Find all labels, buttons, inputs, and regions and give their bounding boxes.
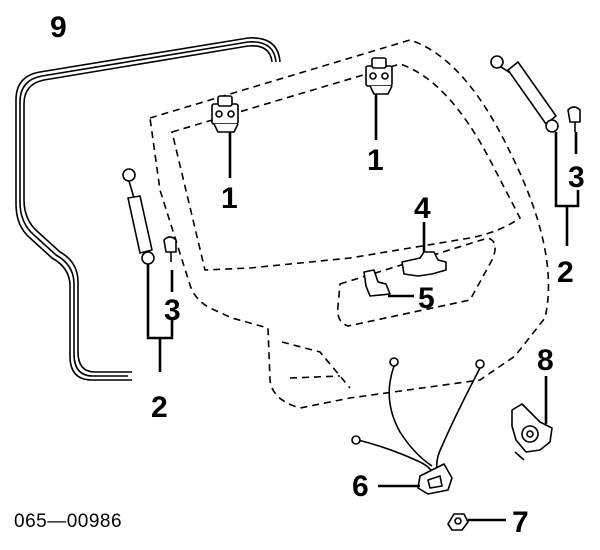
callout-2-right: 2 xyxy=(557,256,574,289)
opener-switch xyxy=(447,513,506,531)
callout-2-left: 2 xyxy=(151,391,168,424)
hinge-left xyxy=(211,95,239,178)
lock-motor xyxy=(511,376,553,461)
callout-9: 9 xyxy=(50,11,67,44)
bracket-lines-left xyxy=(146,264,174,372)
callout-5: 5 xyxy=(418,282,435,315)
back-door-outline xyxy=(149,39,550,409)
weatherstrip-seal xyxy=(15,37,281,381)
bracket-lines-right xyxy=(554,132,580,246)
strut-stud-left xyxy=(163,236,177,262)
callout-1-right: 1 xyxy=(367,144,384,177)
lock-striker xyxy=(401,222,447,277)
latch-bracket xyxy=(363,269,414,298)
strut-stud-right xyxy=(567,106,581,132)
gas-strut-left xyxy=(122,168,155,265)
callout-3-right: 3 xyxy=(568,161,585,194)
callout-3-left: 3 xyxy=(164,294,181,327)
callout-4: 4 xyxy=(414,192,431,225)
callout-7: 7 xyxy=(512,506,529,539)
callout-labels: 9 1 1 2 3 2 3 4 5 6 7 8 xyxy=(50,11,585,539)
callout-8: 8 xyxy=(537,344,554,377)
callout-6: 6 xyxy=(352,470,369,503)
catalog-code: 065—00986 xyxy=(14,511,122,532)
lock-cable-assembly xyxy=(351,357,485,495)
callout-1-left: 1 xyxy=(221,182,238,215)
hinge-right xyxy=(365,57,393,140)
gas-strut-right xyxy=(490,55,559,133)
